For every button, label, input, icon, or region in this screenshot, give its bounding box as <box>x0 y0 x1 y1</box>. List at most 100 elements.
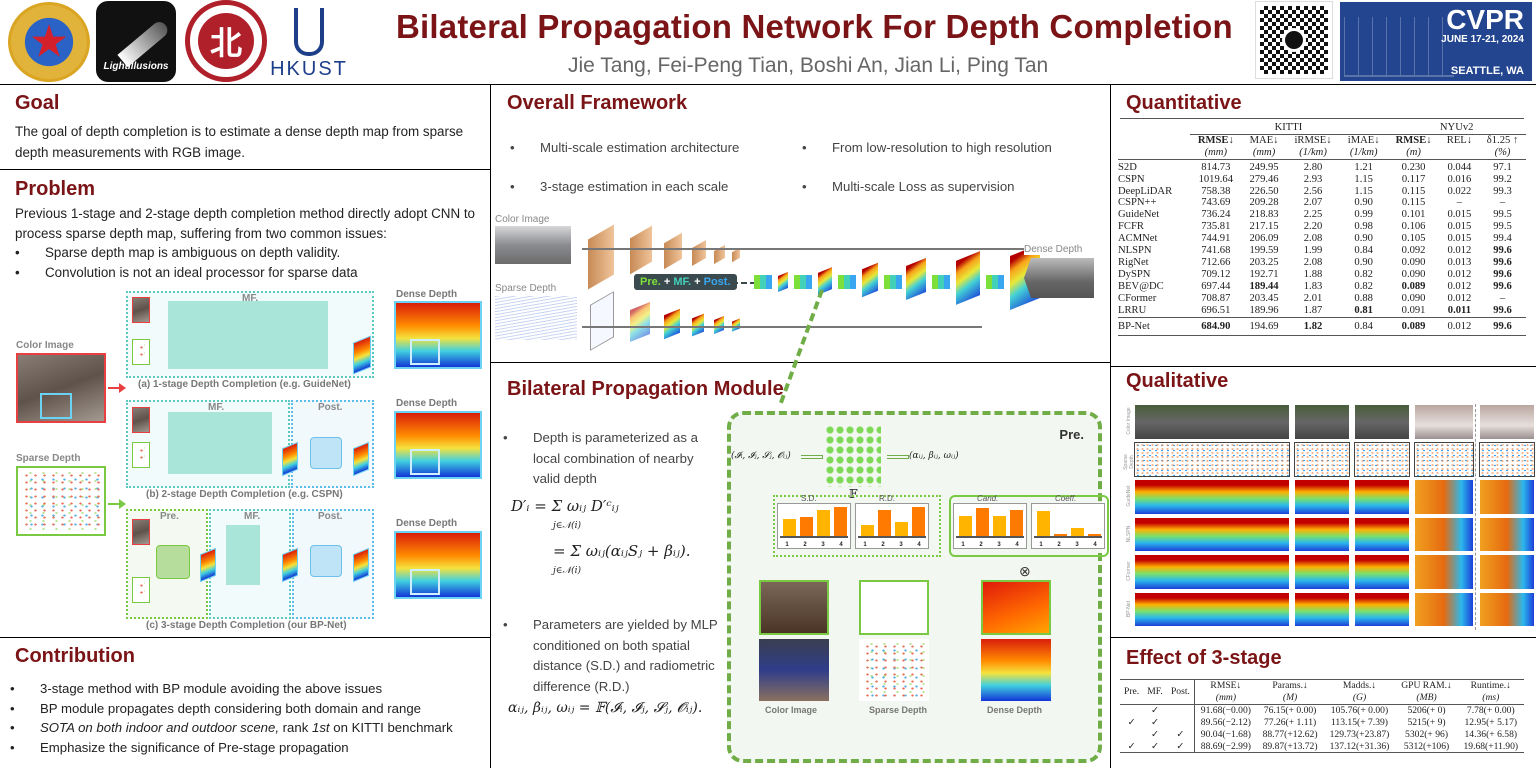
propagation-kernel-icon <box>310 437 342 469</box>
effect-metric-header: Madds.↓ <box>1342 680 1377 691</box>
color-image-label: Color Image <box>495 214 550 225</box>
sparse-depth-thumb <box>16 466 106 536</box>
row-label: NLSPN <box>1126 525 1132 542</box>
checkmark-mf: ✓ <box>1150 740 1159 752</box>
stage-block <box>884 275 902 289</box>
encoder-slab <box>692 239 706 267</box>
bar <box>1010 510 1023 536</box>
output-feature-box <box>949 495 1109 557</box>
table-cell: 0.115 <box>1401 197 1426 209</box>
table-cell: 0.115 <box>1401 185 1426 197</box>
effect-cell: 12.95(+ 5.17) <box>1464 716 1518 728</box>
method-name: CSPN <box>1118 173 1145 185</box>
dense-depth-label: Dense Depth <box>396 289 458 300</box>
encoder-slab <box>588 224 614 290</box>
bar <box>783 519 796 536</box>
table-cell: 1019.64 <box>1198 173 1234 185</box>
table-cell: 1.87 <box>1303 304 1323 316</box>
table-cell: 218.83 <box>1249 209 1279 221</box>
qualitative-cell <box>1479 441 1535 477</box>
column-unit: (mm) <box>1204 146 1227 158</box>
table-cell: 1.21 <box>1354 161 1373 173</box>
propagation-kernel-icon <box>310 545 342 577</box>
table-cell: 2.07 <box>1303 197 1323 209</box>
pill-plus: + <box>691 276 704 288</box>
quantitative-heading: Quantitative <box>1126 92 1242 114</box>
qr-code-icon[interactable] <box>1255 1 1333 79</box>
table-cell: 735.81 <box>1201 221 1231 233</box>
bar-tick: 4 <box>917 542 921 548</box>
column-unit <box>1440 147 1479 159</box>
row-label: GuideNet <box>1126 485 1132 507</box>
table-cell: 0.012 <box>1447 280 1472 292</box>
mf-label: MF. <box>242 293 259 304</box>
stage-block <box>986 275 1004 289</box>
table-cell: 99.3 <box>1493 185 1512 197</box>
framework-bullet: From low-resolution to high resolution <box>802 137 1102 158</box>
empty-header <box>1118 122 1190 134</box>
qualitative-cell <box>1414 516 1474 552</box>
effect-cell: 5206(+ 0) <box>1407 704 1446 716</box>
problem-section: Previous 1-stage and 2-stage depth compl… <box>15 204 487 282</box>
qual-divider <box>1110 637 1536 638</box>
table-cell: 741.68 <box>1201 245 1231 257</box>
dense-depth-caption: Dense Depth <box>987 705 1043 715</box>
pill-post: Post. <box>703 276 731 288</box>
authors: Jie Tang, Fei-Peng Tian, Boshi An, Jian … <box>568 54 1049 77</box>
table-cell: 2.08 <box>1303 256 1323 268</box>
bar-tick: 4 <box>839 542 843 548</box>
color-thumb <box>132 297 150 323</box>
table-cell: 0.230 <box>1401 161 1426 173</box>
effect-cell: 88.69(−2.99) <box>1194 740 1257 753</box>
pill-plus: + <box>660 276 674 288</box>
qualitative-cell <box>1134 441 1290 477</box>
checkmark-mf: ✓ <box>1150 716 1159 728</box>
effect-cell: 137.12(+31.36) <box>1329 740 1390 752</box>
mlp-network-icon <box>825 425 881 487</box>
bar-tick: 4 <box>1093 542 1097 548</box>
table-cell: 0.091 <box>1401 304 1426 316</box>
stage-block <box>932 275 950 289</box>
bar-tick: 1 <box>961 542 965 548</box>
table-cell: 0.82 <box>1354 268 1373 280</box>
highlight-box <box>410 339 440 365</box>
bar-axis <box>956 536 1024 538</box>
depth-output <box>956 251 980 305</box>
color-thumb <box>132 407 150 433</box>
stage-block <box>794 275 812 289</box>
bar-tick: 1 <box>1039 542 1043 548</box>
stage-comparison-figure: Color Image Sparse Depth MF. (a) 1-stage… <box>10 287 488 637</box>
pku-logo: 北 <box>185 0 267 82</box>
highlight-box <box>410 449 440 475</box>
depth-plane <box>664 308 680 340</box>
bar <box>993 516 1006 536</box>
table-cell: 1.15 <box>1354 185 1373 197</box>
qualitative-cell <box>1479 591 1535 627</box>
color-thumb <box>132 519 150 545</box>
table-cell: 226.50 <box>1249 185 1279 197</box>
row-label: Color Image <box>1126 407 1132 435</box>
effect-row: ✓✓90.04(−1.68)88.77(+12.62)129.73(+23.87… <box>1120 728 1524 741</box>
color-image-full <box>759 639 829 701</box>
table-cell: 199.59 <box>1249 245 1279 257</box>
arrow-icon <box>108 499 126 509</box>
post-label: Post. <box>318 511 343 522</box>
table-cell: 194.69 <box>1249 320 1279 332</box>
checkmark-pre <box>1120 704 1143 716</box>
bar-axis <box>1034 536 1102 538</box>
effect-cell: 105.76(+ 0.00) <box>1330 704 1389 716</box>
qualitative-cell <box>1354 591 1410 627</box>
effect-cell: 5215(+ 9) <box>1407 716 1446 728</box>
table-cell: 0.089 <box>1401 280 1426 292</box>
encoder-decoder-icon <box>226 525 260 585</box>
effect-cell: 76.15(+ 0.00) <box>1263 704 1317 716</box>
column-unit: (mm) <box>1252 146 1276 158</box>
